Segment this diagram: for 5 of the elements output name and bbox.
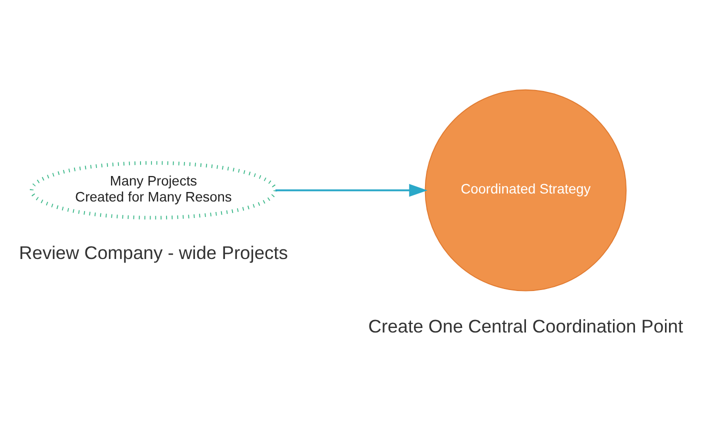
node-label: Review Company - wide Projects [19,242,288,264]
node-label: Create One Central Coordination Point [368,315,684,336]
node-circle: Coordinated Strategy [424,89,627,292]
node-ellipse: Many Projects Created for Many Resons [30,161,278,220]
arrow [275,184,428,197]
